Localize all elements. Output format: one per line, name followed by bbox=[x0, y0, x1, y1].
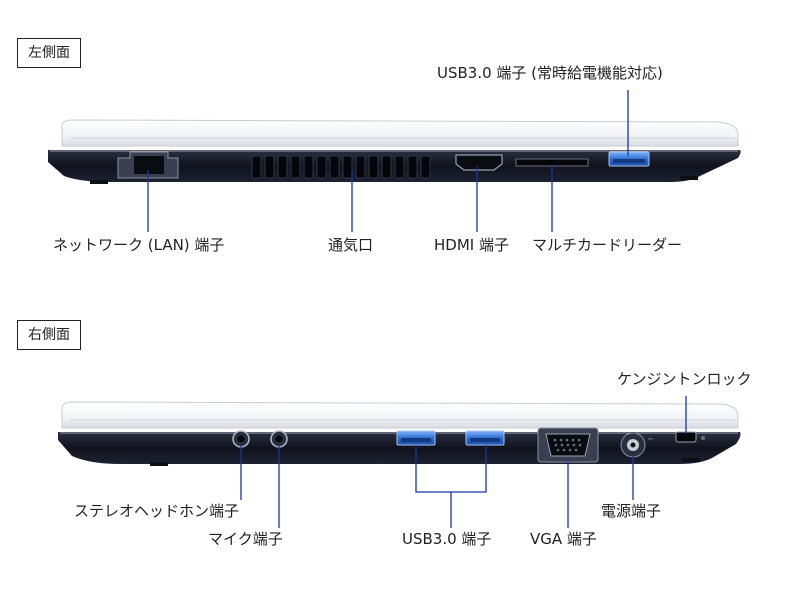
vent-grille bbox=[251, 155, 431, 179]
lan-port bbox=[117, 151, 179, 179]
label-vent: 通気口 bbox=[328, 236, 374, 254]
power-jack: ⎓ bbox=[620, 432, 653, 458]
left-callout-lines bbox=[147, 90, 629, 232]
left-side-title: 左側面 bbox=[17, 38, 81, 68]
label-vga: VGA 端子 bbox=[530, 530, 597, 548]
right-foot-front bbox=[150, 462, 168, 466]
left-foot-front bbox=[90, 180, 108, 184]
headphone-jack bbox=[232, 430, 250, 448]
right-foot-back bbox=[682, 458, 700, 462]
label-kensington: ケンジントンロック bbox=[617, 370, 752, 388]
label-headphone: ステレオヘッドホン端子 bbox=[74, 502, 240, 520]
right-side-laptop: ⎓ bbox=[58, 396, 741, 528]
svg-text:⎓: ⎓ bbox=[648, 436, 653, 443]
usb3-port-right-1 bbox=[396, 430, 436, 446]
label-mic: マイク端子 bbox=[208, 530, 283, 548]
left-foot-back bbox=[680, 176, 698, 180]
usb3-port-right-2 bbox=[465, 430, 505, 446]
left-side-laptop bbox=[48, 90, 741, 232]
label-usb3-left: USB3.0 端子 (常時給電機能対応) bbox=[437, 64, 663, 82]
label-usb3-right: USB3.0 端子 bbox=[402, 530, 492, 548]
right-side-title: 右側面 bbox=[17, 320, 81, 350]
card-reader-slot bbox=[515, 158, 589, 167]
vga-port bbox=[537, 427, 599, 463]
label-power: 電源端子 bbox=[601, 502, 662, 520]
mic-jack bbox=[270, 430, 288, 448]
label-lan: ネットワーク (LAN) 端子 bbox=[53, 236, 225, 254]
label-card-reader: マルチカードリーダー bbox=[532, 236, 683, 254]
label-hdmi: HDMI 端子 bbox=[434, 236, 509, 254]
usb3-port-left bbox=[608, 151, 650, 167]
right-callout-lines bbox=[240, 396, 687, 528]
hdmi-port bbox=[455, 154, 503, 171]
